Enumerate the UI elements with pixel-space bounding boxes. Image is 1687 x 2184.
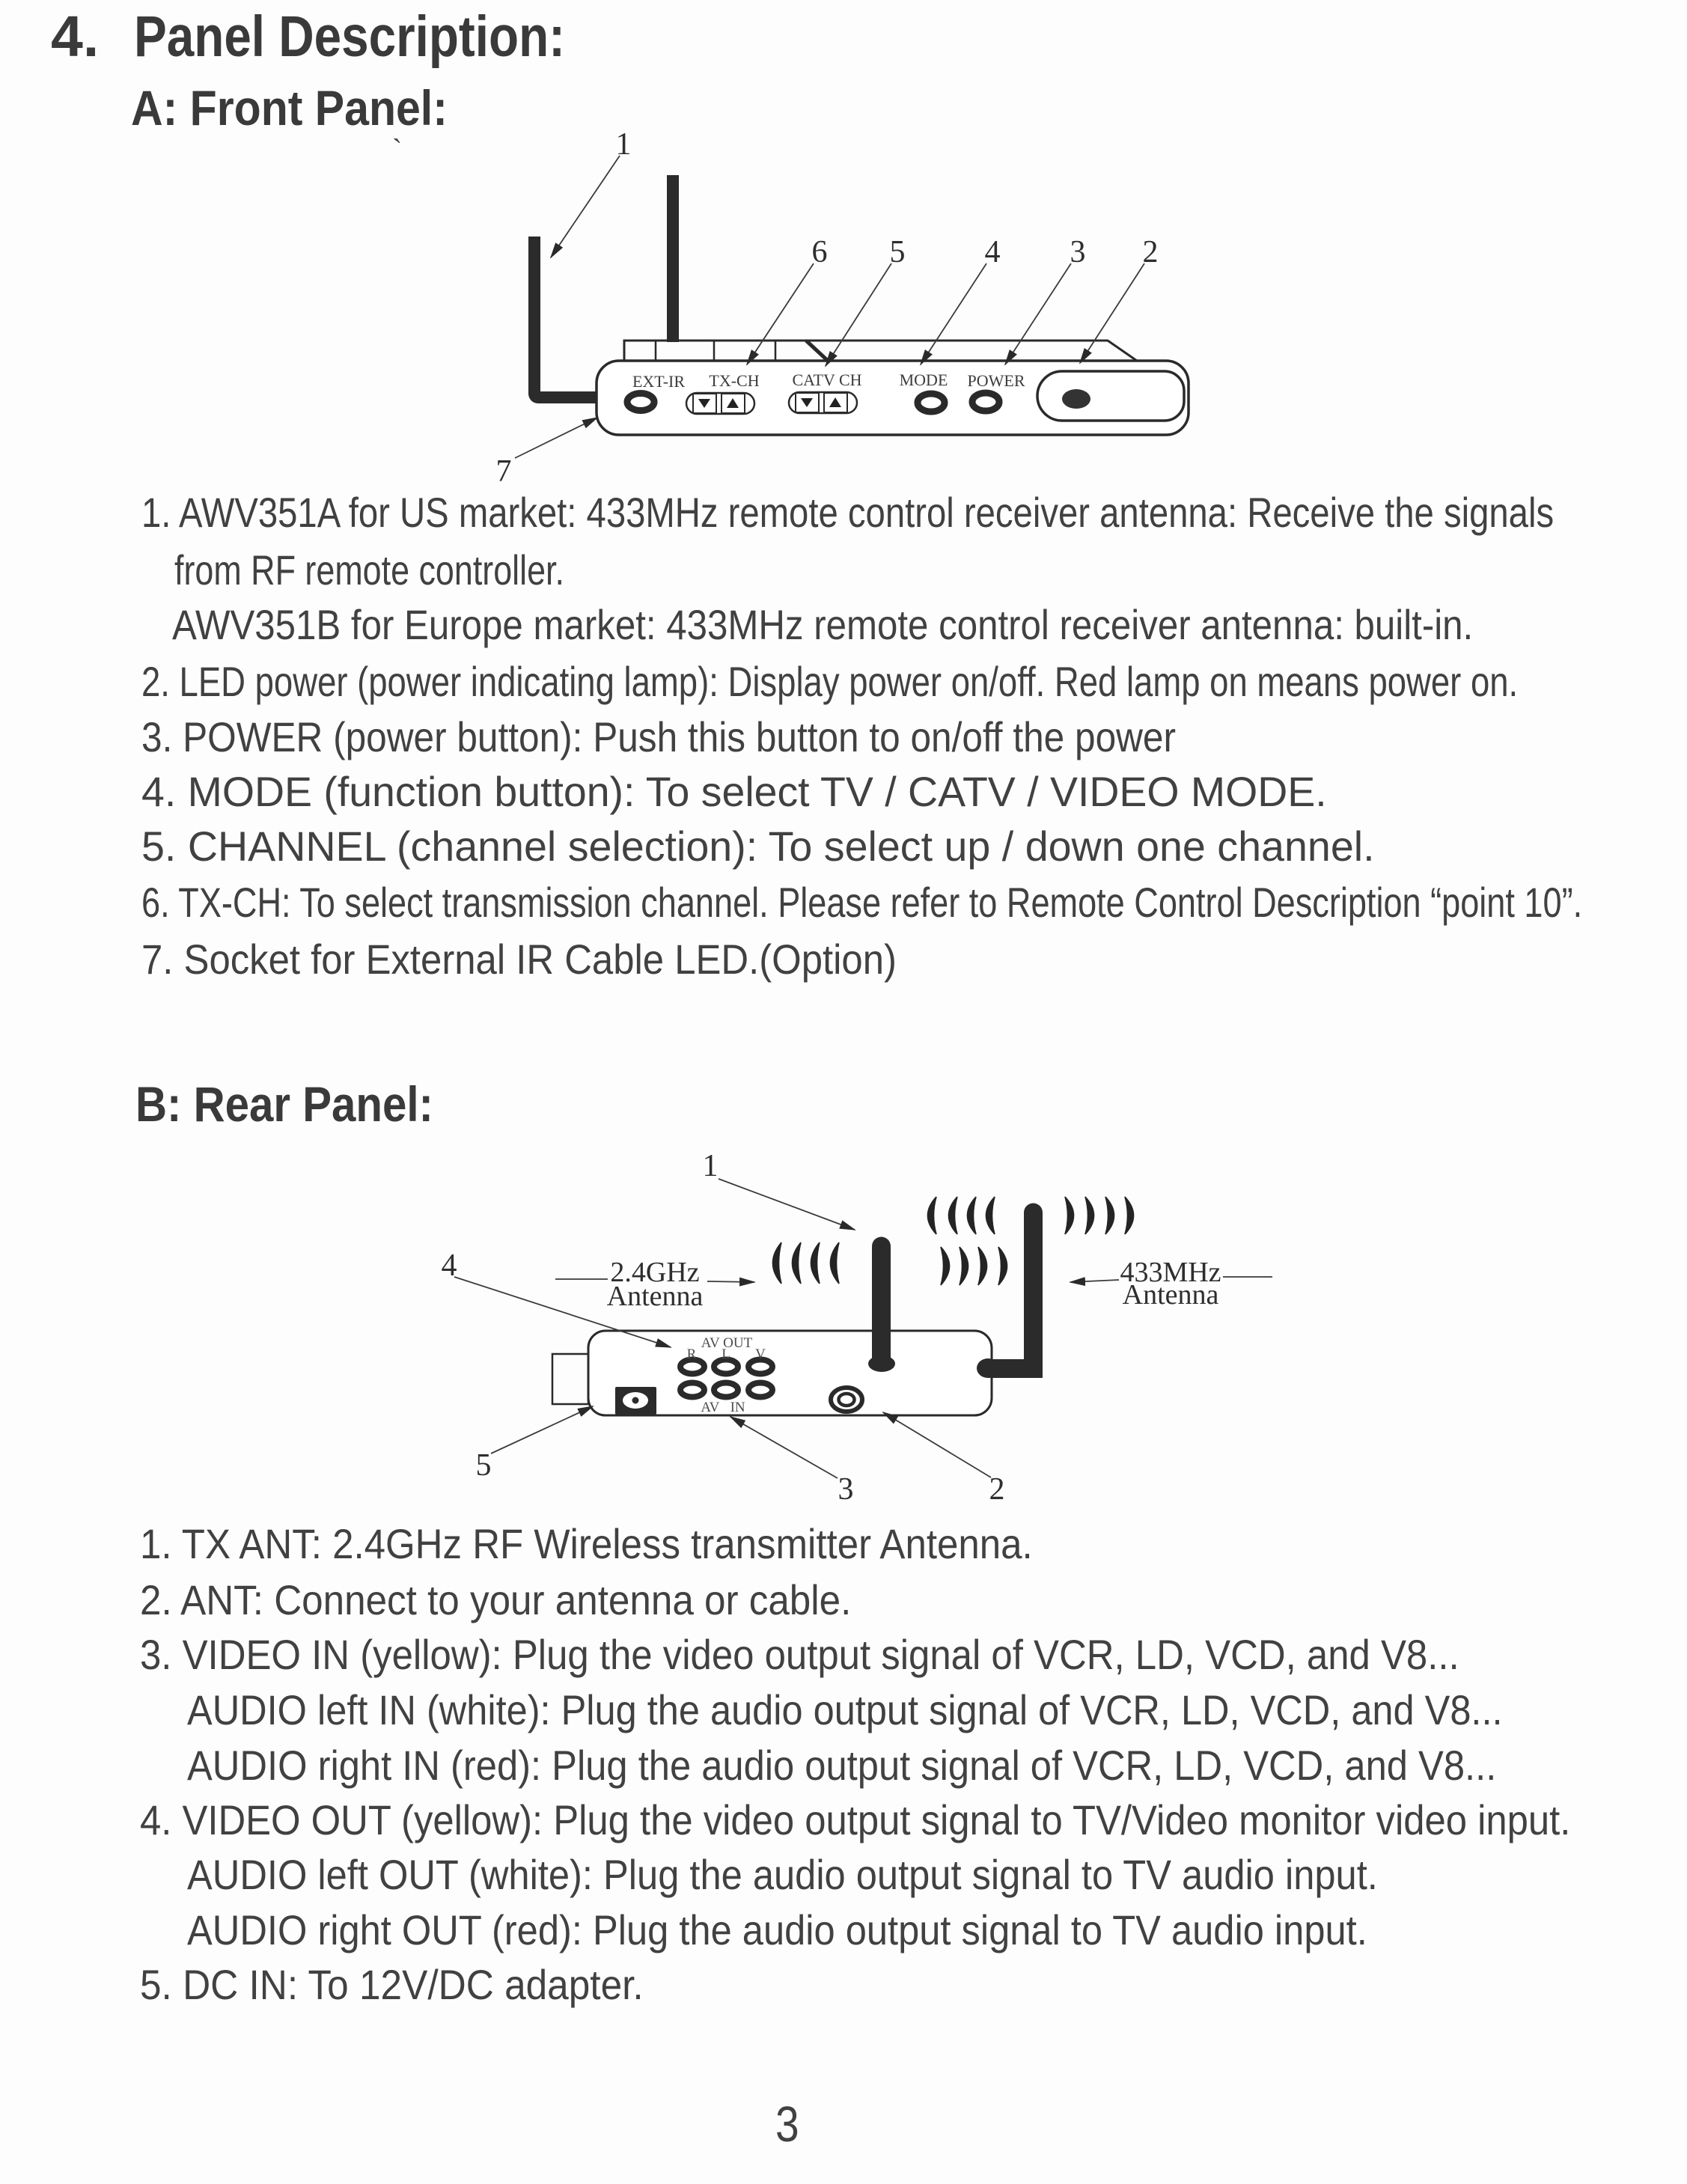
svg-text:POWER: POWER xyxy=(968,371,1025,390)
svg-text:MODE: MODE xyxy=(900,370,948,389)
svg-text:AV IN: AV IN xyxy=(701,1400,745,1415)
svg-text:4: 4 xyxy=(985,235,1001,269)
svg-text:1: 1 xyxy=(703,1149,719,1183)
svg-text:R: R xyxy=(687,1346,697,1362)
svg-text:3: 3 xyxy=(1070,235,1086,269)
svg-text:L: L xyxy=(722,1346,730,1362)
svg-text:Antenna: Antenna xyxy=(1123,1279,1219,1311)
svg-text:AV OUT: AV OUT xyxy=(701,1335,753,1351)
svg-text:EXT-IR: EXT-IR xyxy=(632,372,685,391)
svg-text:1: 1 xyxy=(616,127,632,162)
svg-text:5: 5 xyxy=(476,1448,492,1483)
svg-text:433MHz: 433MHz xyxy=(1120,1257,1221,1288)
svg-text:Antenna: Antenna xyxy=(607,1281,704,1312)
svg-text:TX-CH: TX-CH xyxy=(709,371,759,390)
svg-text:4: 4 xyxy=(442,1248,457,1283)
svg-text:7: 7 xyxy=(496,454,512,489)
svg-text:V: V xyxy=(755,1346,766,1362)
svg-text:6: 6 xyxy=(812,235,828,269)
svg-text:5: 5 xyxy=(890,235,906,269)
svg-text:3: 3 xyxy=(838,1472,854,1507)
svg-text:CATV CH: CATV CH xyxy=(792,370,861,389)
svg-text:2.4GHz: 2.4GHz xyxy=(610,1257,699,1288)
svg-text:2: 2 xyxy=(989,1472,1005,1507)
svg-text:2: 2 xyxy=(1143,235,1159,269)
